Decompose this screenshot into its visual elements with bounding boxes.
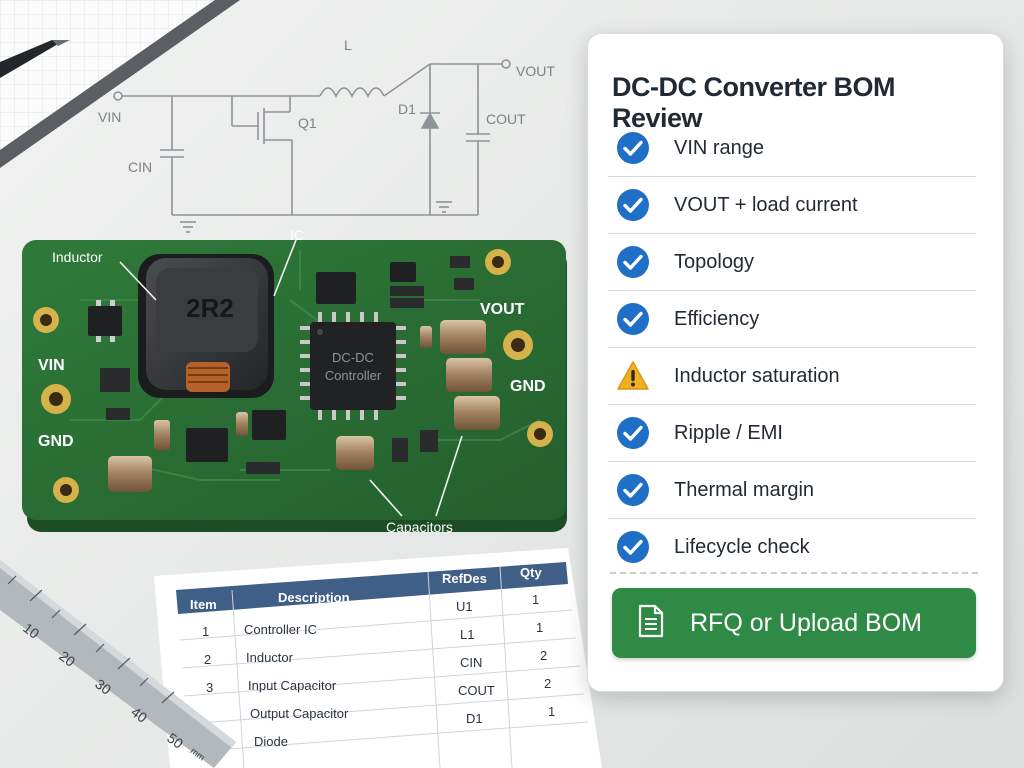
callout-lines bbox=[119, 239, 463, 517]
schematic-cin-label: CIN bbox=[128, 159, 152, 175]
bom-cell-description: Output Capacitor bbox=[250, 706, 349, 721]
bom-cell-description: Diode bbox=[254, 734, 288, 749]
pcb-board bbox=[22, 239, 567, 532]
bom-cell-refdes: D1 bbox=[466, 711, 483, 726]
dashed-divider bbox=[610, 572, 978, 574]
inductor-symbol bbox=[319, 87, 385, 98]
bom-cell-refdes: L1 bbox=[460, 627, 474, 642]
panel-title: DC-DC Converter BOM Review bbox=[612, 72, 896, 133]
bom-cell-qty: 1 bbox=[532, 592, 539, 607]
controller-label-1: DC-DC bbox=[332, 350, 374, 365]
checklist-item-label: Thermal margin bbox=[674, 478, 815, 501]
pad-label-vin: VIN bbox=[38, 357, 65, 374]
checklist: VIN range VOUT + load current Topology E… bbox=[608, 120, 976, 575]
bom-cell-qty: 1 bbox=[548, 704, 555, 719]
controller-ic bbox=[300, 312, 406, 420]
schematic-vout-label: VOUT bbox=[516, 63, 555, 79]
checklist-item-vout-load[interactable]: VOUT + load current bbox=[608, 177, 976, 234]
bom-cell-description: Controller IC bbox=[244, 622, 317, 637]
vout-node bbox=[501, 59, 511, 69]
bom-cell-qty: 2 bbox=[540, 648, 547, 663]
ceramic-capacitors bbox=[108, 320, 500, 492]
checklist-item-label: Ripple / EMI bbox=[674, 421, 783, 444]
check-circle-icon bbox=[616, 302, 650, 336]
bom-cell-item: 3 bbox=[206, 680, 213, 695]
callout-ic: IC bbox=[290, 227, 304, 243]
bom-cell-description: Inductor bbox=[246, 650, 294, 665]
checklist-item-ripple-emi[interactable]: Ripple / EMI bbox=[608, 405, 976, 462]
checklist-item-label: VIN range bbox=[674, 136, 765, 159]
check-circle-icon bbox=[616, 245, 650, 279]
bom-cell-refdes: CIN bbox=[460, 655, 482, 670]
inductor-component bbox=[138, 254, 274, 398]
check-circle-icon bbox=[616, 416, 650, 450]
schematic-vin-label: VIN bbox=[98, 109, 121, 125]
check-circle-icon bbox=[616, 131, 650, 165]
bom-cell-qty: 2 bbox=[544, 676, 551, 691]
controller-label-2: Controller bbox=[325, 368, 382, 383]
inductor-marking: 2R2 bbox=[186, 293, 234, 323]
schematic-d1-label: D1 bbox=[398, 101, 416, 117]
bom-cell-refdes: COUT bbox=[458, 683, 495, 698]
checklist-item-inductor-saturation[interactable]: Inductor saturation bbox=[608, 348, 976, 405]
schematic-l-label: L bbox=[344, 37, 352, 53]
checklist-item-label: Lifecycle check bbox=[674, 535, 810, 558]
bom-header-qty: Qty bbox=[520, 565, 542, 580]
checklist-item-thermal-margin[interactable]: Thermal margin bbox=[608, 462, 976, 519]
checklist-item-efficiency[interactable]: Efficiency bbox=[608, 291, 976, 348]
rfq-button-label: RFQ or Upload BOM bbox=[690, 608, 923, 637]
checklist-item-label: VOUT + load current bbox=[674, 193, 858, 216]
warning-triangle-icon bbox=[616, 359, 650, 393]
check-circle-icon bbox=[616, 473, 650, 507]
document-icon bbox=[638, 604, 664, 643]
checklist-item-vin-range[interactable]: VIN range bbox=[608, 120, 976, 177]
edge-pads bbox=[41, 330, 533, 414]
pad-label-vout: VOUT bbox=[480, 301, 525, 318]
checklist-item-label: Topology bbox=[674, 250, 755, 273]
bom-cell-qty: 1 bbox=[536, 620, 543, 635]
checklist-item-lifecycle[interactable]: Lifecycle check bbox=[608, 519, 976, 575]
checklist-item-label: Efficiency bbox=[674, 307, 760, 330]
checklist-item-topology[interactable]: Topology bbox=[608, 234, 976, 291]
schematic-cout-label: COUT bbox=[486, 111, 526, 127]
check-circle-icon bbox=[616, 188, 650, 222]
bom-cell-refdes: U1 bbox=[456, 599, 473, 614]
bom-header-item: Item bbox=[190, 597, 217, 612]
checklist-item-label: Inductor saturation bbox=[674, 364, 840, 387]
callout-capacitors: Capacitors bbox=[386, 519, 453, 535]
ruler bbox=[0, 560, 236, 768]
vin-node bbox=[113, 91, 123, 101]
rfq-upload-bom-button[interactable]: RFQ or Upload BOM bbox=[612, 588, 976, 658]
bom-cell-item: 1 bbox=[202, 624, 209, 639]
check-circle-icon bbox=[616, 530, 650, 564]
bom-cell-item: 2 bbox=[204, 652, 211, 667]
bom-cell-description: Input Capacitor bbox=[248, 678, 337, 693]
boost-schematic bbox=[113, 59, 511, 233]
bom-header-description: Description bbox=[278, 590, 350, 605]
pad-label-gnd-left: GND bbox=[38, 433, 74, 450]
pen bbox=[0, 40, 70, 78]
bom-header-refdes: RefDes bbox=[442, 571, 487, 586]
schematic-q1-label: Q1 bbox=[298, 115, 317, 131]
bom-review-panel: DC-DC Converter BOM Review VIN range VOU… bbox=[587, 33, 1004, 692]
notebook bbox=[0, 0, 240, 168]
diode-symbol bbox=[420, 112, 440, 129]
smd-resistors bbox=[100, 256, 474, 474]
pad-label-gnd-right: GND bbox=[510, 378, 546, 395]
smd-transistors bbox=[88, 262, 416, 462]
bom-printout bbox=[154, 548, 602, 768]
callout-inductor: Inductor bbox=[52, 249, 103, 265]
